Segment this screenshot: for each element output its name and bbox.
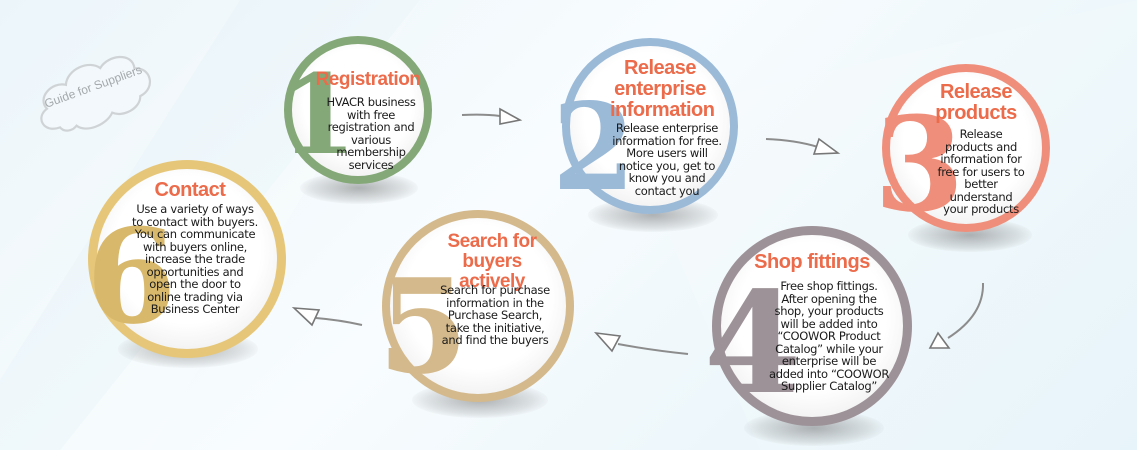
guide-badge: Guide for Suppliers <box>18 32 168 152</box>
step-4-face <box>721 235 903 417</box>
arrow-1-to-2 <box>461 107 523 125</box>
step-6-title: Contact <box>154 179 226 201</box>
step-1: 1 Registration HVACR business with free … <box>278 32 438 212</box>
step-3: 3 Release products Release products and … <box>874 64 1054 264</box>
step-1-description: HVACR business with free registration an… <box>326 95 416 172</box>
step-2-description: Release enterprise information for free.… <box>612 121 722 198</box>
step-5-face <box>390 218 566 394</box>
step-3-number: 3 <box>874 88 965 241</box>
step-4-number: 4 <box>704 262 802 426</box>
step-4: 4 Shop fittings Free shop fittings. Afte… <box>700 226 920 450</box>
step-6-description: Use a variety of ways to contact with bu… <box>132 202 258 316</box>
arrow-4-to-5 <box>593 331 689 355</box>
step-2-title: Release enterprise information <box>610 57 715 121</box>
step-5: 5 Search for buyers actively Search for … <box>376 210 586 432</box>
step-1-face <box>292 44 424 176</box>
step-2-face <box>570 46 730 206</box>
step-3-description: Release products and information for fre… <box>937 127 1025 216</box>
step-5-number: 5 <box>378 250 469 403</box>
step-1-number: 1 <box>280 50 357 179</box>
step-4-description: Free shop fittings. After opening the sh… <box>768 279 890 393</box>
step-5-description: Search for purchase information in the P… <box>440 283 550 347</box>
step-2-number: 2 <box>552 77 636 218</box>
step-6-face <box>97 169 277 349</box>
step-6: 6 Contact Use a variety of ways to conta… <box>82 160 296 382</box>
step-5-title: Search for buyers actively <box>447 231 537 292</box>
arrow-2-to-3 <box>765 137 841 155</box>
step-3-title: Release products <box>935 81 1017 124</box>
step-1-title: Registration <box>315 69 421 90</box>
step-6-number: 6 <box>86 200 177 353</box>
arrow-5-to-6 <box>291 307 363 327</box>
step-3-face <box>890 72 1042 224</box>
step-2: 2 Release enterprise information Release… <box>548 38 738 238</box>
cloud-icon <box>40 55 151 132</box>
step-4-title: Shop fittings <box>754 251 870 273</box>
arrow-3-to-4 <box>928 282 985 349</box>
